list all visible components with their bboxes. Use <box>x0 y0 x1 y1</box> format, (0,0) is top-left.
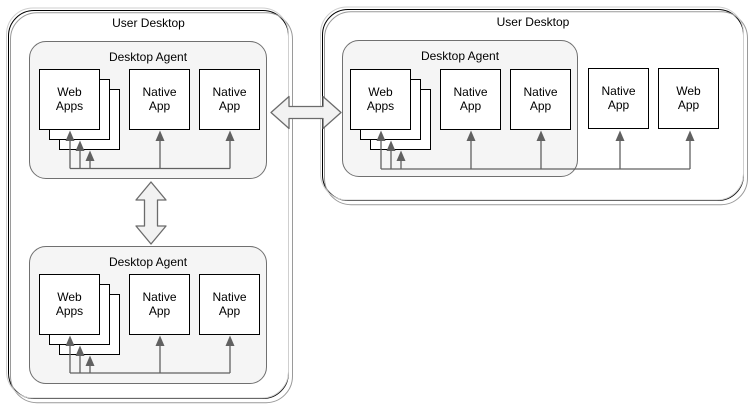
user-desktop-right-title: User Desktop <box>496 15 570 29</box>
desktop-agent-1: Desktop Agent Web Apps Native App Native… <box>29 41 267 179</box>
native-app-box: Native App <box>440 69 501 130</box>
web-apps-stack: Web Apps <box>350 69 411 130</box>
native-app-box: Native App <box>199 69 260 130</box>
external-web-app-box: Web App <box>658 68 719 129</box>
desktop-agent-3: Desktop Agent Web Apps Native App Native… <box>342 40 578 177</box>
user-desktop-left-title: User Desktop <box>112 16 185 30</box>
desktop-agent-2: Desktop Agent Web Apps Native App Native… <box>29 246 267 384</box>
desktop-agent-1-title: Desktop Agent <box>108 50 188 64</box>
native-app-box: Native App <box>129 274 190 335</box>
web-apps-stack: Web Apps <box>39 274 100 335</box>
desktop-agent-2-title: Desktop Agent <box>108 255 188 269</box>
native-app-box: Native App <box>129 69 190 130</box>
web-apps-stack: Web Apps <box>39 69 100 130</box>
desktop-agent-3-title: Desktop Agent <box>420 49 500 63</box>
user-desktop-left: User Desktop Desktop Agent Web Apps Nati… <box>8 10 289 399</box>
external-native-app-box: Native App <box>588 68 649 129</box>
native-app-box: Native App <box>510 69 571 130</box>
native-app-box: Native App <box>199 274 260 335</box>
user-desktop-right: User Desktop Desktop Agent Web Apps Nati… <box>322 9 744 201</box>
